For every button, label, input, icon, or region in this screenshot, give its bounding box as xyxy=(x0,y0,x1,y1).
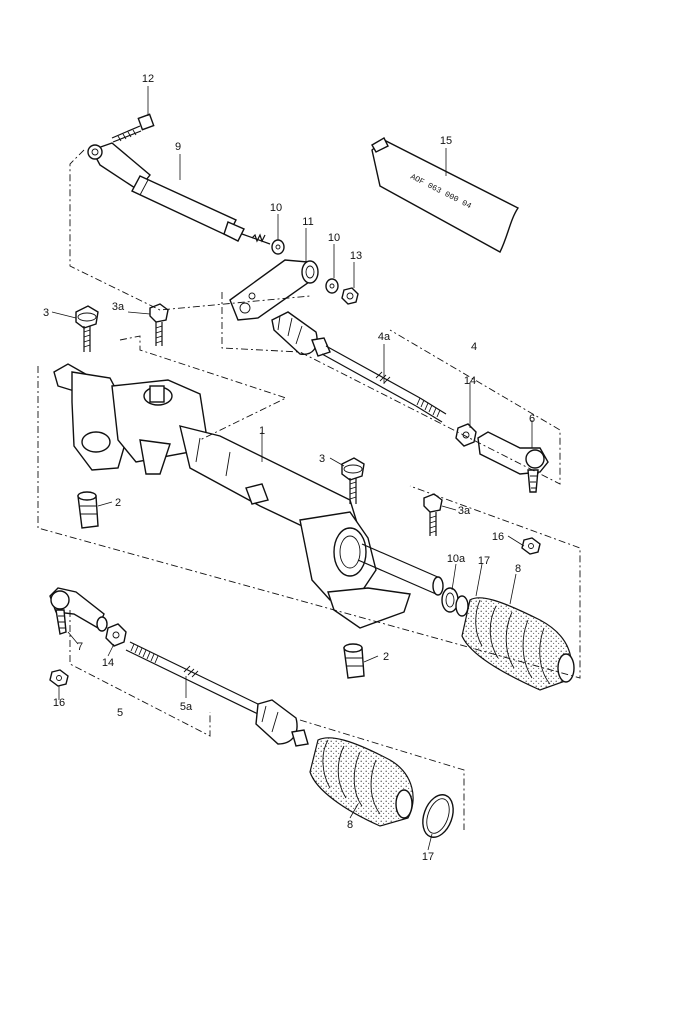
callout-4: 4 xyxy=(471,341,477,353)
callout-17-left: 17 xyxy=(422,851,434,863)
callout-7: 7 xyxy=(77,641,83,653)
callout-1: 1 xyxy=(259,425,265,437)
mount-bushing-right xyxy=(343,643,365,679)
callout-16-right: 16 xyxy=(492,531,504,543)
callout-13: 13 xyxy=(350,250,362,262)
bellows-left xyxy=(309,737,414,827)
callout-4a: 4a xyxy=(378,331,391,343)
leader-lines xyxy=(51,86,533,851)
nut-16-right xyxy=(521,537,541,555)
callout-labels: 12 9 15 10 11 10 13 3 3a 4a 4 14 6 1 3 2… xyxy=(43,73,535,863)
lock-nut-14 xyxy=(455,423,477,447)
steering-gear-housing xyxy=(53,363,444,629)
mount-bushing-left xyxy=(77,491,99,529)
bellows-clamp-17-left xyxy=(422,794,454,838)
bolt-3-mid xyxy=(341,457,365,504)
callout-10: 10 xyxy=(270,202,282,214)
callout-16-left: 16 xyxy=(53,697,65,709)
washer-10b xyxy=(325,278,339,294)
tie-rod-right-inner xyxy=(271,311,447,423)
tie-rod-left-inner xyxy=(125,641,309,747)
tie-rod-end-right xyxy=(477,431,549,493)
bolt-3-top xyxy=(75,305,99,352)
callout-3-mid: 3 xyxy=(319,453,325,465)
damper-bolt xyxy=(111,113,155,143)
callout-8-right: 8 xyxy=(515,563,521,575)
callout-12: 12 xyxy=(142,73,154,85)
callout-17-right: 17 xyxy=(478,555,490,567)
grease-tube: AOF 063 000 04 xyxy=(371,137,520,253)
callout-10b: 10 xyxy=(328,232,340,244)
callout-15: 15 xyxy=(440,135,452,147)
callout-9: 9 xyxy=(175,141,181,153)
washer-10 xyxy=(271,239,285,255)
bracket-11 xyxy=(229,259,319,321)
callout-11: 11 xyxy=(302,216,313,228)
callout-6: 6 xyxy=(529,413,535,425)
callout-3a-top: 3a xyxy=(112,301,125,313)
callout-14-right: 14 xyxy=(464,375,476,387)
bellows-right xyxy=(461,597,575,691)
callout-8-left: 8 xyxy=(347,819,353,831)
tie-rod-end-left xyxy=(49,587,108,635)
lock-nut-14-left xyxy=(105,623,127,647)
callout-10a: 10a xyxy=(447,553,466,565)
assembly-outlines xyxy=(37,149,581,830)
callout-3-top: 3 xyxy=(43,307,49,319)
callout-2-right: 2 xyxy=(383,651,389,663)
callout-2-left: 2 xyxy=(115,497,121,509)
steering-damper xyxy=(87,142,271,245)
callout-5a: 5a xyxy=(180,701,193,713)
bellows-clamp-10a xyxy=(441,587,469,617)
bolt-3a-mid xyxy=(423,493,443,536)
callout-3a-mid: 3a xyxy=(458,505,471,517)
nut-13 xyxy=(341,287,359,305)
bolt-3a-top xyxy=(149,303,169,346)
nut-16-left xyxy=(49,669,69,687)
callout-14-left: 14 xyxy=(102,657,114,669)
callout-5: 5 xyxy=(117,707,123,719)
